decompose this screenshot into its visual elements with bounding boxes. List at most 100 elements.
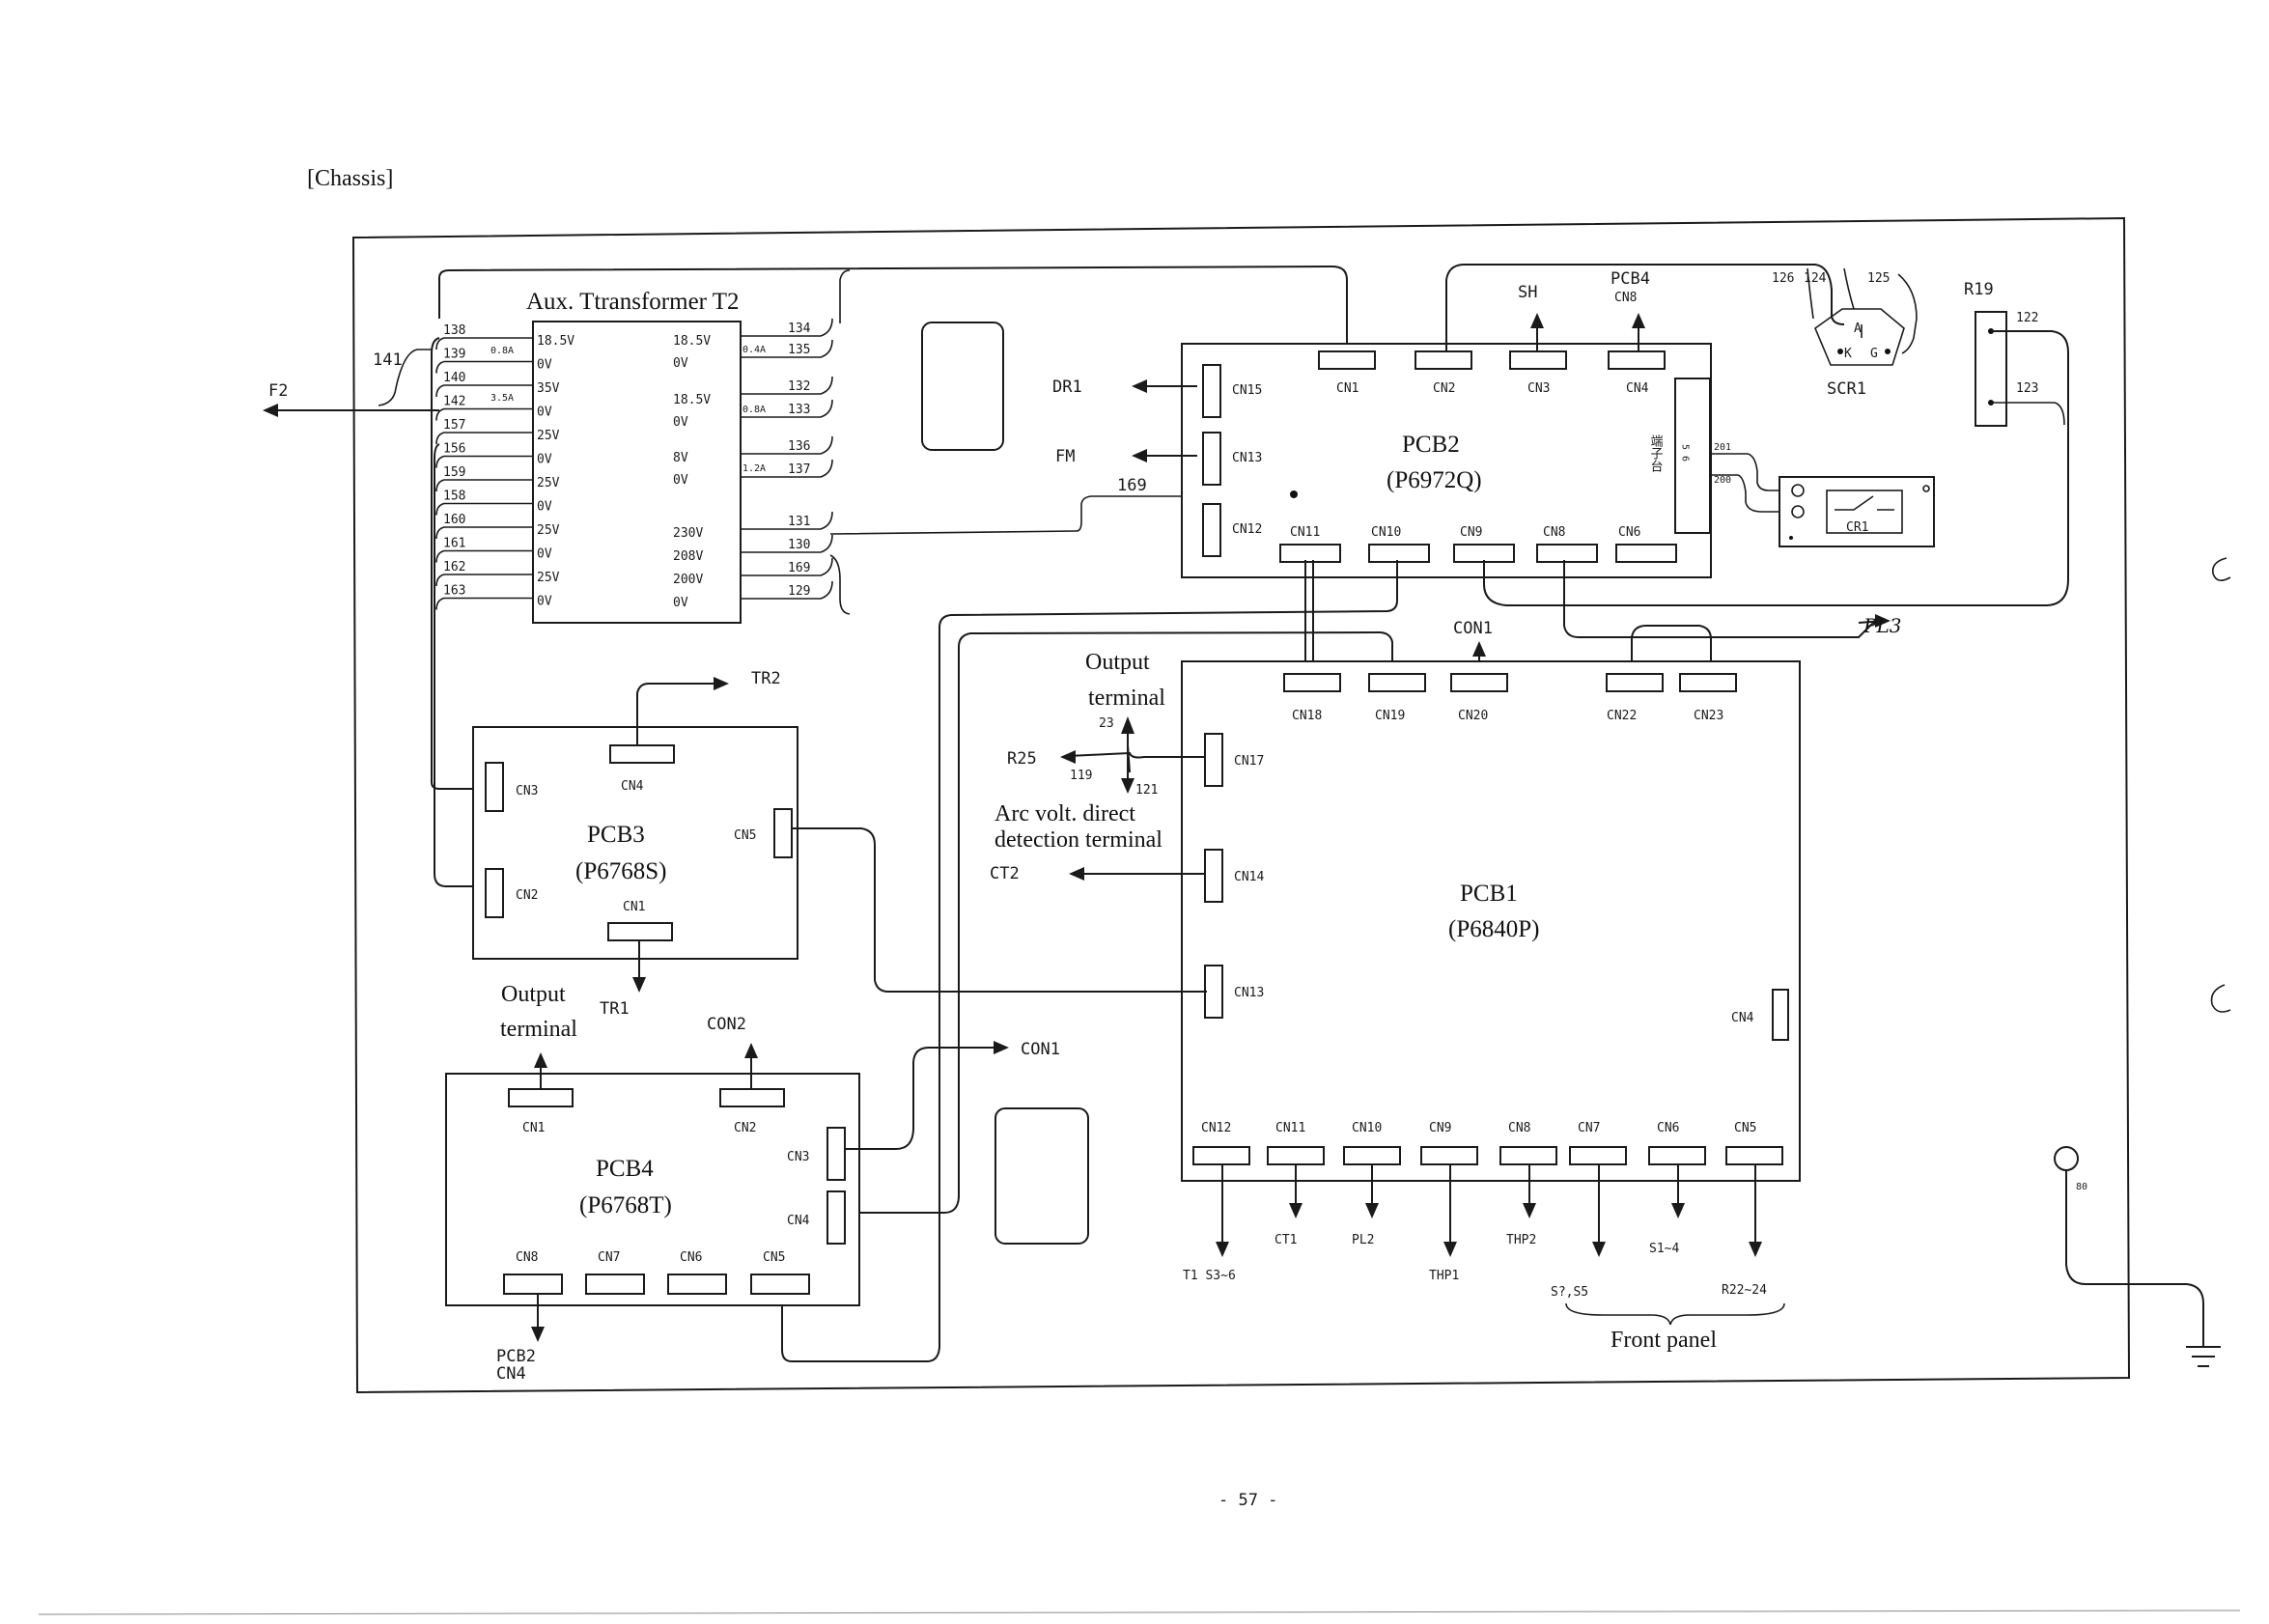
ground-terminal xyxy=(2054,1146,2079,1171)
pcb1-cn4 xyxy=(1772,989,1789,1041)
tf-left-wire-label: 139 xyxy=(443,348,465,362)
scr1-body xyxy=(1814,308,1905,366)
pcb2-bottom-connector xyxy=(1279,544,1341,563)
pcb1-bottom-connector xyxy=(1343,1146,1401,1165)
binder-hole-bottom xyxy=(2210,984,2231,1013)
tf-left-wire-line xyxy=(435,526,533,540)
tr2-line xyxy=(636,683,714,745)
scr1-pin-g: G xyxy=(1870,347,1878,361)
pcb4-bottom-connector xyxy=(503,1274,563,1295)
pcb1-output-arrow xyxy=(1121,716,1134,734)
pcb2-top-connector xyxy=(1608,350,1666,370)
tf-left-voltage: 0V xyxy=(537,547,552,562)
pcb4-name: PCB4 xyxy=(596,1156,654,1182)
tf-bundle-to-pcb3-cn2 xyxy=(434,443,483,887)
tf-left-wire-label: 160 xyxy=(443,513,465,527)
pcb1-bottom-arrow xyxy=(1592,1242,1606,1257)
cr1-wire-201: 201 xyxy=(1714,442,1731,453)
sh-arrow xyxy=(1530,313,1544,328)
wire-pcb1-cn22-cn23 xyxy=(1631,625,1712,674)
tf-left-voltage: 0V xyxy=(537,453,552,467)
tf-right-wire-label: 169 xyxy=(788,561,810,575)
wire-141-line xyxy=(378,349,433,406)
tf-right-voltage: 18.5V xyxy=(673,334,711,349)
wire-169-label: 169 xyxy=(1117,476,1147,495)
wire-121: 121 xyxy=(1135,783,1158,798)
dest-thp2: THP2 xyxy=(1506,1233,1536,1247)
pcb1-top-connector-label: CN18 xyxy=(1292,709,1322,723)
pcb4-bottom-connector-label: CN7 xyxy=(598,1250,620,1265)
pcb2-top-connector-label: CN1 xyxy=(1336,381,1359,396)
pcb4-cn8-arrow xyxy=(1632,313,1645,328)
pcb2-cn4-label-2: CN4 xyxy=(496,1364,526,1384)
dest-thp1: THP1 xyxy=(1429,1269,1459,1283)
front-panel-label: Front panel xyxy=(1611,1328,1717,1353)
tf-left-wire-line xyxy=(435,337,533,350)
pcb3-cn1 xyxy=(607,922,673,941)
pcb1-bottom-connector xyxy=(1569,1146,1627,1165)
tf-right-wire-label: 136 xyxy=(788,439,810,454)
pcb4-bottom-connector-label: CN8 xyxy=(516,1250,538,1265)
tf-left-wire-line xyxy=(435,384,533,398)
pcb1-top-connector xyxy=(1450,673,1508,692)
r19-wire-123: 123 xyxy=(2016,381,2038,396)
dest-ct1: CT1 xyxy=(1275,1233,1297,1247)
pcb4-bottom-connector xyxy=(667,1274,727,1295)
pcb4-right-connector-label: CN3 xyxy=(787,1150,809,1164)
pcb4-board xyxy=(445,1073,860,1306)
cr1-wire-200: 200 xyxy=(1714,475,1731,486)
pcb1-cn4-label: CN4 xyxy=(1731,1011,1754,1025)
tf-right-wire-label: 131 xyxy=(788,515,810,529)
pcb1-left-connector xyxy=(1204,965,1223,1019)
pcb4-bottom-connector-label: CN5 xyxy=(763,1250,785,1265)
con2-label: CON2 xyxy=(707,1015,746,1034)
pcb4-cn8-label-1: PCB4 xyxy=(1611,269,1650,289)
dest-s1-4: S1~4 xyxy=(1649,1242,1679,1256)
tf-right-wire-line xyxy=(741,376,833,395)
pcb2-cn4-label-1: PCB2 xyxy=(496,1347,536,1366)
pcb2-left-connector xyxy=(1202,503,1221,557)
tf-left-wire-label: 140 xyxy=(443,371,465,385)
pcb1-top-connector-label: CN20 xyxy=(1458,709,1488,723)
r19-name: R19 xyxy=(1964,280,1994,299)
wire-141: 141 xyxy=(373,350,403,370)
tf-right-wire-line xyxy=(741,580,833,600)
cr1-dot-1 xyxy=(1789,536,1793,540)
cr1-inner xyxy=(1826,490,1903,534)
pcb3-cn3-label: CN3 xyxy=(516,784,538,798)
r25-line xyxy=(1067,751,1205,759)
pcb2-bottom-connector-label: CN11 xyxy=(1290,525,1320,540)
tf-left-voltage: 25V xyxy=(537,571,560,585)
wire-123-line xyxy=(1991,402,2065,426)
front-panel-brace xyxy=(1565,1302,1785,1326)
scr1-wire-label: 125 xyxy=(1867,271,1890,286)
pcb1-left-connector xyxy=(1204,733,1223,787)
tf-right-wire-label: 133 xyxy=(788,403,810,417)
wire-pcb4-cn3-to-con1 xyxy=(845,1047,994,1150)
pcb1-left-connector-label: CN17 xyxy=(1234,754,1264,769)
tf-right-voltage: 0V xyxy=(673,596,688,610)
tf-left-voltage: 25V xyxy=(537,476,560,490)
tf-right-wire-label: 132 xyxy=(788,379,810,394)
tf-left-wire-line xyxy=(435,455,533,468)
tr1-arrow xyxy=(632,977,646,993)
tf-right-voltage: 8V xyxy=(673,451,688,465)
pcb1-bottom-arrow xyxy=(1365,1203,1379,1218)
pcb3-part: (P6768S) xyxy=(575,858,666,884)
tf-left-voltage: 0V xyxy=(537,500,552,515)
tf-left-wire-line xyxy=(435,502,533,516)
tr2-label: TR2 xyxy=(751,669,781,688)
wire-119: 119 xyxy=(1070,769,1092,783)
tf-right-wire-label: 129 xyxy=(788,584,810,599)
tf-left-wire-label: 162 xyxy=(443,560,465,574)
pcb1-bottom-connector xyxy=(1192,1146,1250,1165)
pcb1-top-connector xyxy=(1679,673,1737,692)
scr1-pin-k: K xyxy=(1844,347,1852,361)
transformer-body xyxy=(532,321,742,624)
tf-left-wire-label: 163 xyxy=(443,584,465,599)
pcb1-bottom-connector xyxy=(1420,1146,1478,1165)
pcb2-bottom-connector-label: CN6 xyxy=(1618,525,1640,540)
chassis-opening-bottom xyxy=(994,1107,1089,1245)
